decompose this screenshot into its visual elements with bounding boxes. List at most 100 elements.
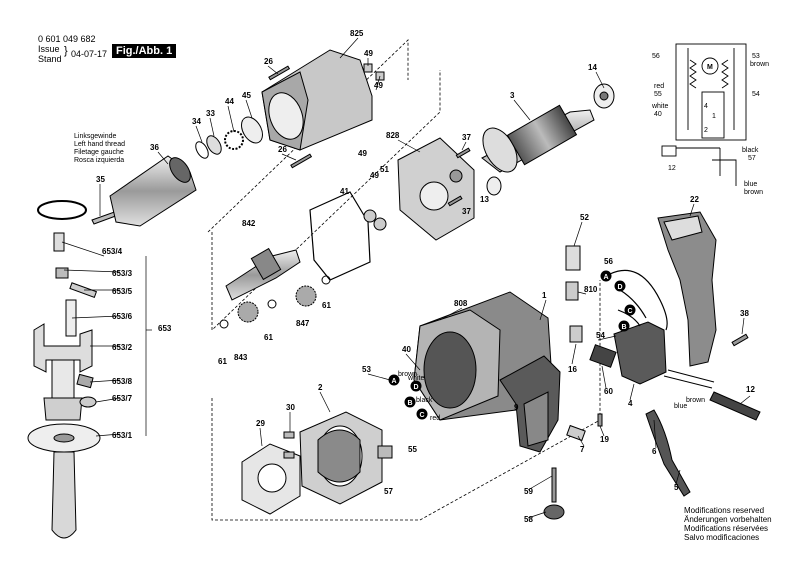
callout-5: 5 — [674, 483, 679, 492]
callout-7: 7 — [580, 445, 585, 454]
leader-line — [599, 425, 605, 437]
brush-52 — [565, 245, 581, 271]
connector-badge — [416, 408, 428, 420]
button-58 — [543, 504, 565, 520]
footer-line: Salvo modificaciones — [684, 533, 760, 542]
sch-40: 40 — [654, 111, 662, 118]
coil-right — [721, 59, 729, 89]
leader-line — [245, 99, 253, 119]
leader-line — [739, 395, 751, 405]
sch-motor-m: M — [707, 64, 713, 71]
chuck-note: Linksgewinde Left hand thread Filetage g… — [74, 133, 125, 164]
leader-line — [339, 37, 359, 59]
leader-line — [595, 71, 605, 89]
assembly-frames — [207, 39, 601, 521]
sch-12: 12 — [668, 165, 676, 172]
callout-35: 35 — [96, 175, 105, 184]
leader-line — [95, 397, 121, 403]
sch-54: 54 — [752, 91, 760, 98]
brush-16 — [569, 325, 583, 343]
leader-line — [577, 291, 587, 295]
bearing-13 — [486, 176, 502, 196]
callout-19: 19 — [600, 435, 609, 444]
brace: } — [64, 45, 68, 57]
connector-badge — [388, 374, 400, 386]
connector-badge — [404, 396, 416, 408]
callout-825: 825 — [350, 29, 364, 38]
leader-line — [513, 99, 531, 121]
callout-37a: 37 — [462, 133, 471, 142]
bearing-plate — [309, 137, 475, 281]
ring-34 — [195, 141, 209, 159]
leader-line — [629, 383, 635, 401]
washer — [79, 396, 97, 408]
armature — [481, 83, 615, 196]
callout-653-1: 653/1 — [112, 431, 133, 440]
sch-terminal-2: 2 — [704, 127, 708, 134]
connector-letter: A — [603, 274, 608, 281]
chuck-note-line-2: Left hand thread — [74, 141, 125, 148]
leader-line — [227, 105, 235, 133]
callout-843: 843 — [234, 353, 248, 362]
callout-49c: 49 — [358, 149, 367, 158]
issue-label: Issue — [38, 44, 60, 54]
handle-stem — [51, 359, 75, 401]
wire-label-white-d: white — [407, 375, 424, 382]
screw-59 — [551, 467, 557, 503]
screw-37b — [447, 195, 463, 207]
callout-653-8: 653/8 — [112, 377, 133, 386]
leader-line — [61, 241, 105, 257]
square-nut — [76, 373, 94, 389]
leader-line — [95, 433, 121, 437]
modifications-note: Modifications reserved Änderungen vorbeh… — [684, 506, 772, 542]
chuck-note-line-3: Filetage gauche — [74, 149, 124, 156]
callout-61c: 61 — [218, 357, 227, 366]
capacitor-12 — [661, 145, 677, 157]
callout-33: 33 — [206, 109, 215, 118]
leader-line — [527, 475, 553, 491]
leader-line — [539, 299, 547, 321]
sch-terminal-4: 4 — [704, 103, 708, 110]
clip-7 — [566, 424, 586, 442]
coil-left — [689, 59, 697, 89]
gear-847 — [295, 285, 317, 307]
callout-61a: 61 — [322, 301, 331, 310]
callout-14: 14 — [588, 63, 597, 72]
connector-letter: C — [627, 308, 632, 315]
callout-26b: 26 — [278, 145, 287, 154]
ring-33 — [206, 135, 222, 155]
callout-9: 9 — [514, 403, 519, 412]
callout-59: 59 — [524, 487, 533, 496]
wire-label-brown-a: brown — [398, 371, 417, 378]
lock-washer — [224, 130, 244, 150]
leader-line — [281, 153, 297, 161]
clamp-screw-block — [53, 232, 65, 252]
callout-2: 2 — [318, 383, 323, 392]
callout-49a: 49 — [364, 49, 373, 58]
leader-line — [367, 373, 391, 381]
callout-49d: 49 — [370, 171, 379, 180]
screw-19 — [597, 413, 603, 427]
handle-grip — [43, 397, 83, 421]
sch-brown-top: brown — [750, 61, 769, 68]
callout-51: 51 — [380, 165, 389, 174]
leader-line — [597, 335, 617, 341]
gear-frame — [211, 70, 441, 331]
stand-label: Stand — [38, 54, 62, 64]
callout-653-5: 653/5 — [112, 287, 133, 296]
connector-badge — [410, 380, 422, 392]
footer-line: Modifications réservées — [684, 524, 769, 533]
callout-57: 57 — [384, 487, 393, 496]
wire-labels: brown white black red blue brown — [398, 371, 705, 422]
connector-letter: D — [413, 384, 418, 391]
callout-53: 53 — [362, 365, 371, 374]
callout-653-3: 653/3 — [112, 269, 133, 278]
callout-6: 6 — [652, 447, 657, 456]
wire-label-black-b: black — [416, 397, 433, 404]
leader-line — [397, 139, 421, 153]
callout-810: 810 — [584, 285, 598, 294]
gear-843 — [237, 301, 259, 323]
callout-45: 45 — [242, 91, 251, 100]
ring-61c — [321, 275, 331, 285]
